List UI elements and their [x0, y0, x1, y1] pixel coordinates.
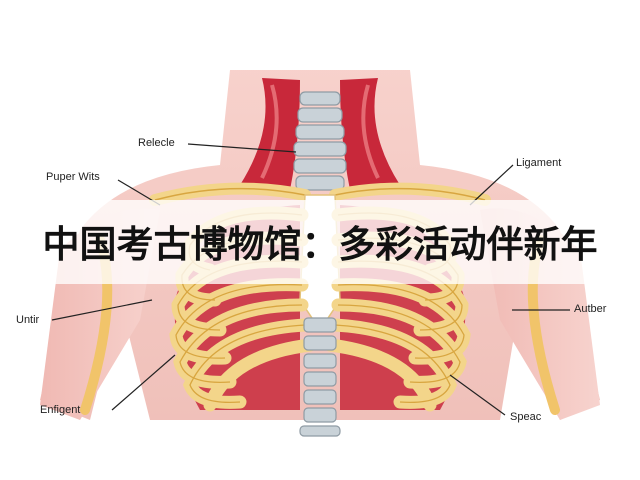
left-clavicle-outline — [154, 187, 306, 201]
cervical-spine — [293, 91, 347, 191]
label-relecle: Relecle — [138, 137, 175, 149]
caption-banner — [0, 200, 640, 284]
caption-text: 中国考古博物馆：多彩活动伴新年 — [42, 223, 598, 266]
label-ligament: Ligament — [516, 157, 562, 169]
label-autber: Autber — [574, 303, 607, 315]
neck-muscle-left — [240, 78, 300, 190]
neck-muscle-right — [340, 78, 400, 190]
label-enfigent: Enfigent — [40, 404, 81, 416]
label-puper-wits: Puper Wits — [46, 171, 100, 183]
leader-lines — [51, 143, 570, 416]
neck-muscle-right-hl — [361, 84, 380, 179]
label-speac: Speac — [510, 411, 542, 423]
neck-muscle-left-hl — [260, 84, 279, 179]
label-untir: Untir — [16, 314, 40, 326]
thoracic-spine — [299, 317, 341, 437]
right-clavicle-outline — [334, 187, 486, 201]
